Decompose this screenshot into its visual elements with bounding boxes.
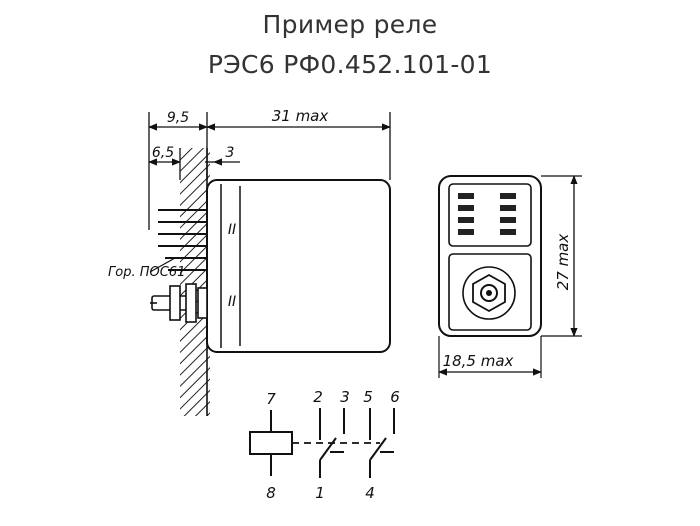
stud-center-dot bbox=[486, 290, 492, 296]
title-line-1: Пример реле bbox=[262, 10, 438, 39]
relay-body bbox=[206, 179, 391, 353]
pin-6-label: 6 bbox=[390, 388, 400, 406]
dim-18-5max-label: 18,5 max bbox=[443, 352, 514, 370]
contact-4-blade bbox=[369, 437, 387, 461]
title-line-2: РЭС6 РФ0.452.101-01 bbox=[207, 50, 493, 79]
schematic: 7 8 2 3 1 5 6 4 bbox=[249, 388, 400, 502]
pin-4-label: 4 bbox=[365, 484, 375, 502]
pin-1-label: 1 bbox=[315, 484, 325, 502]
dim-6-5-label: 6,5 bbox=[152, 145, 174, 161]
solder-leader bbox=[149, 257, 176, 273]
contact-1-blade bbox=[319, 437, 337, 461]
pin-7-label: 7 bbox=[266, 390, 276, 408]
pin-3-label: 3 bbox=[340, 388, 350, 406]
front-view: 27 max 18,5 max bbox=[438, 175, 582, 378]
dim-27max-label: 27 max bbox=[554, 234, 572, 291]
pin-2-label: 2 bbox=[313, 388, 323, 406]
mounting-wall bbox=[180, 148, 210, 416]
dim-31max-label: 31 max bbox=[272, 107, 329, 125]
roman-mark-lower: II bbox=[228, 294, 236, 310]
coil-symbol bbox=[249, 431, 293, 455]
side-view: 9,5 31 max 6,5 3 II II Гор. ПОС61 bbox=[108, 107, 391, 416]
pin-5-label: 5 bbox=[363, 388, 373, 406]
dim-9-5-label: 9,5 bbox=[167, 110, 189, 126]
dim-3-label: 3 bbox=[226, 145, 235, 161]
solder-note: Гор. ПОС61 bbox=[108, 265, 185, 280]
mounting-stud bbox=[150, 283, 208, 323]
terminal-pins bbox=[158, 209, 207, 271]
pin-8-label: 8 bbox=[266, 484, 276, 502]
front-contact-marks bbox=[458, 193, 516, 235]
roman-mark-upper: II bbox=[228, 222, 236, 238]
